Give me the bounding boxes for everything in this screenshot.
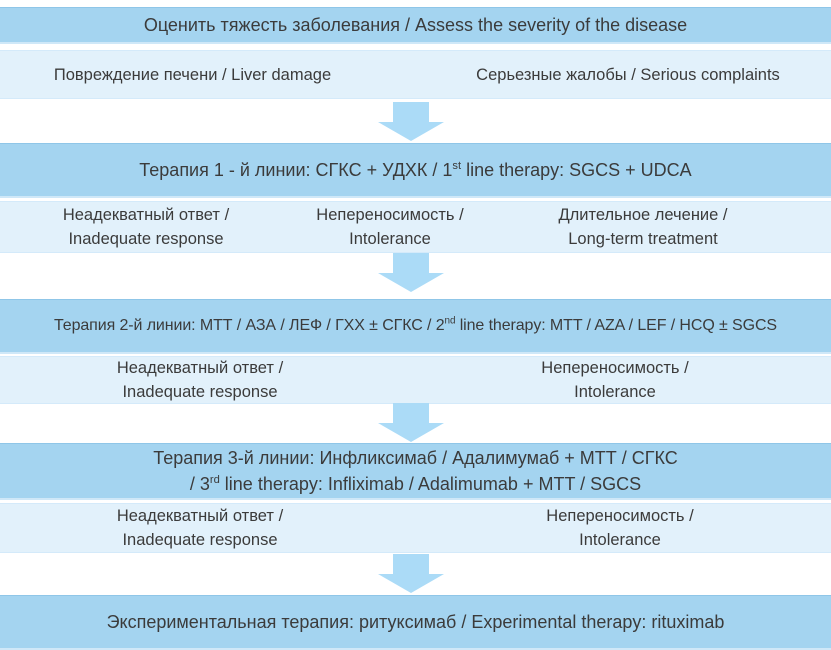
therapy-line3-branches-band: Неадекватный ответ / Inadequate response…	[0, 503, 831, 553]
branch-text-en: Long-term treatment	[568, 230, 718, 248]
step-experimental-title: Экспериментальная терапия: ритуксимаб / …	[106, 611, 725, 632]
assess-branches-band: Повреждение печени / Liver damage Серьез…	[0, 50, 831, 99]
step-assess-title: Оценить тяжесть заболевания / Assess the…	[143, 14, 688, 35]
branch-text-ru: Непереносимость /	[546, 507, 694, 525]
branch-inadequate-response-2: Неадекватный ответ / Inadequate response	[45, 357, 355, 403]
therapy-line3-sup: rd	[209, 474, 220, 486]
step-assess-band: Оценить тяжесть заболевания / Assess the…	[0, 7, 831, 44]
branch-intolerance-1: Непереносимость / Intolerance	[270, 202, 510, 252]
therapy-line1-branches-band: Неадекватный ответ / Inadequate response…	[0, 201, 831, 253]
therapy-line2-pre: Терапия 2-й линии: МТТ / АЗА / ЛЕФ / ГХХ…	[54, 317, 445, 334]
therapy-line2-sup: nd	[444, 315, 456, 327]
down-arrow-icon	[378, 253, 444, 292]
therapy-line1-title: Терапия 1 - й линии: СГКС + УДХК / 1st l…	[139, 160, 691, 181]
branch-text-en: Intolerance	[579, 531, 661, 549]
therapy-line1-post: line therapy: SGCS + UDCA	[461, 159, 692, 180]
branch-text-ru: Неадекватный ответ /	[116, 359, 284, 377]
branch-inadequate-response-1: Неадекватный ответ / Inadequate response	[26, 202, 266, 252]
down-arrow-icon	[378, 403, 444, 442]
step-experimental-band: Экспериментальная терапия: ритуксимаб / …	[0, 595, 831, 650]
branch-text-en: Inadequate response	[122, 383, 278, 401]
therapy-line3-row1: Терапия 3-й линии: Инфликсимаб / Адалиму…	[153, 448, 678, 468]
therapy-line3-post: line therapy: Infliximab / Adalimumab + …	[219, 474, 642, 494]
branch-intolerance-2: Непереносимость / Intolerance	[455, 357, 775, 403]
therapy-line2-post: line therapy: MTT / AZA / LEF / HCQ ± SG…	[455, 317, 777, 334]
branch-intolerance-3: Непереносимость / Intolerance	[470, 504, 770, 552]
branch-liver-damage: Повреждение печени / Liver damage	[53, 65, 332, 84]
therapy-line1-sup: st	[452, 159, 462, 172]
branch-inadequate-response-3: Неадекватный ответ / Inadequate response	[50, 504, 350, 552]
branch-text-ru: Непереносимость /	[541, 359, 689, 377]
therapy-line3-title: Терапия 3-й линии: Инфликсимаб / Адалиму…	[153, 445, 678, 497]
therapy-line3-pre: / 3	[189, 474, 210, 494]
branch-long-term-treatment: Длительное лечение / Long-term treatment	[518, 202, 768, 252]
down-arrow-icon	[378, 102, 444, 141]
therapy-line2-band: Терапия 2-й линии: МТТ / АЗА / ЛЕФ / ГХХ…	[0, 299, 831, 354]
branch-text-en: Intolerance	[349, 230, 431, 248]
therapy-line1-band: Терапия 1 - й линии: СГКС + УДХК / 1st l…	[0, 143, 831, 198]
branch-text-ru: Неадекватный ответ /	[116, 507, 284, 525]
branch-serious-complaints: Серьезные жалобы / Serious complaints	[476, 65, 780, 84]
therapy-line2-branches-band: Неадекватный ответ / Inadequate response…	[0, 356, 831, 404]
branch-text-ru: Непереносимость /	[316, 206, 464, 224]
branch-text-en: Inadequate response	[68, 230, 224, 248]
branch-text-en: Intolerance	[574, 383, 656, 401]
branch-text-en: Inadequate response	[122, 531, 278, 549]
therapy-line1-pre: Терапия 1 - й линии: СГКС + УДХК / 1	[139, 159, 453, 180]
branch-text-ru: Неадекватный ответ /	[62, 206, 230, 224]
therapy-line2-title: Терапия 2-й линии: МТТ / АЗА / ЛЕФ / ГХХ…	[54, 315, 777, 335]
therapy-line3-band: Терапия 3-й линии: Инфликсимаб / Адалиму…	[0, 443, 831, 500]
branch-text-ru: Длительное лечение /	[558, 206, 728, 224]
down-arrow-icon	[378, 554, 444, 593]
therapy-line3-row2: / 3rd line therapy: Infliximab / Adalimu…	[153, 471, 678, 497]
